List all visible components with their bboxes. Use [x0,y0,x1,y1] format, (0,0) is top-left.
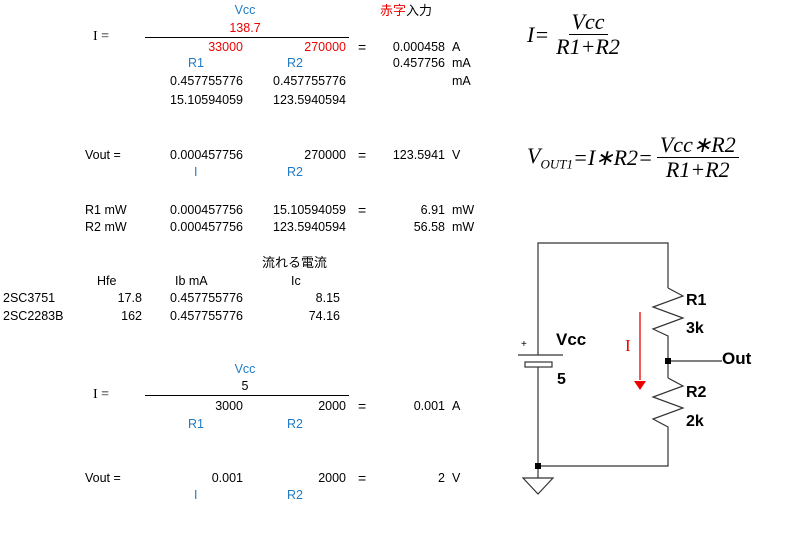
legend-red: 赤字 [380,3,407,18]
row2-r2: 123.5940594 [273,93,346,107]
result: 0.001 [413,399,445,413]
r1-value: 3k [686,320,704,337]
transistor-ic: 8.15 [315,291,340,305]
plus-sign: + [521,339,527,350]
unit: A [452,399,461,413]
formula-mid: =I∗R2= [572,144,653,170]
r2-value: 2000 [318,399,346,413]
header-ic: Ic [291,274,301,288]
current-label: I [625,336,631,355]
result-a: 0.000458 [392,40,445,54]
vout-r2-value: 270000 [304,148,346,162]
formula-denominator: R1+R2 [665,157,730,182]
unit-a: A [452,40,461,54]
vout-unit: V [452,148,461,162]
current-title: 流れる電流 [262,255,328,270]
equals: = [358,39,367,55]
i-label: I [194,165,198,179]
vcc-value: 5 [241,379,249,393]
equals: = [358,202,367,218]
vout-i-value: 0.000457756 [170,148,243,162]
ground-icon [521,477,555,495]
r1-label: R1 [188,56,204,70]
vcc-value[interactable]: 138.7 [229,21,261,35]
transistor-name: 2SC3751 [3,291,56,305]
r2-resistor [538,377,685,467]
source-name: Vcc [556,330,587,349]
junction-dot [535,463,541,469]
power-r2-unit: mW [452,220,475,234]
r1-value: 3000 [215,399,243,413]
row1-unit: mA [452,74,471,88]
r2-label: R2 [287,417,303,431]
power-r1-result: 6.91 [420,203,445,217]
r2-name: R2 [686,384,707,401]
output-label: Out [722,349,752,368]
transistor-name: 2SC2283B [3,309,64,323]
header-ib: Ib mA [175,274,208,288]
r2-value: 2k [686,413,704,430]
wire [537,242,669,355]
formula-lhs: VOUT1 [527,142,573,172]
equals: = [358,147,367,163]
row2-r1: 15.10594059 [170,93,243,107]
r1-label: R1 [188,417,204,431]
r1-resistor [651,287,685,378]
vout-i-value: 0.001 [211,471,243,485]
vcc-label: Vcc [234,3,256,17]
r1-value[interactable]: 33000 [208,40,243,54]
vout-r2-value: 2000 [318,471,346,485]
r2-value[interactable]: 270000 [304,40,346,54]
vout-label: Vout = [85,471,121,485]
row1-r2: 0.457755776 [273,74,346,88]
formula-numerator: Vcc∗R2 [656,133,739,158]
vcc-label: Vcc [234,362,256,376]
r2-label: R2 [287,488,303,502]
legend-red-input: 赤字入力 [380,4,432,18]
formula-denominator: R1+R2 [556,34,620,59]
i-label: I [194,488,198,502]
transistor-hfe[interactable]: 17.8 [117,291,142,305]
transistor-ib: 0.457755776 [170,291,243,305]
battery-minus-plate [524,361,553,368]
r2-label: R2 [287,165,303,179]
power-r2-v: 123.5940594 [273,220,346,234]
unit-ma: mA [452,56,471,70]
formula-lhs: I= [527,21,550,47]
transistor-ib: 0.457755776 [170,309,243,323]
source-value: 5 [557,371,566,388]
equals: = [358,398,367,414]
result-ma: 0.457756 [392,56,445,70]
vout-unit: V [452,471,461,485]
vout-result: 123.5941 [392,148,445,162]
current-arrow-head [634,381,646,390]
power-r2-i: 0.000457756 [170,220,243,234]
power-r1-unit: mW [452,203,475,217]
transistor-hfe[interactable]: 162 [121,309,142,323]
power-r2-result: 56.58 [413,220,445,234]
header-hfe: Hfe [97,274,117,288]
row1-r1: 0.457755776 [170,74,243,88]
r2-label: R2 [287,56,303,70]
r1-name: R1 [686,292,707,309]
equals: = [358,470,367,486]
power-r1-i: 0.000457756 [170,203,243,217]
i-equals-label: I = [93,29,110,44]
i-equals-label: I = [93,387,110,402]
fraction-line [145,395,349,396]
transistor-ic: 74.16 [308,309,340,323]
legend-input: 入力 [406,3,433,18]
formula-numerator: Vcc [568,10,608,35]
fraction-line [145,37,349,38]
junction-dot [665,358,671,364]
vout-label: Vout = [85,148,121,162]
vout-result: 2 [438,471,445,485]
power-r1-v: 15.10594059 [273,203,346,217]
power-r2-label: R2 mW [85,220,127,234]
power-r1-label: R1 mW [85,203,127,217]
